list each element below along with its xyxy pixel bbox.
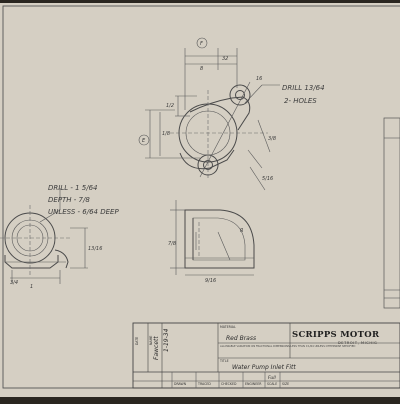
- paper-tone: [0, 3, 400, 397]
- dim-8: 8: [200, 66, 203, 72]
- company-city: DETROIT, MICHIG: [338, 341, 378, 345]
- paper: [0, 3, 400, 397]
- two-holes-note: 2- HOLES: [284, 97, 317, 105]
- dim-3-8: 3/8: [268, 136, 276, 142]
- title-block: DATE NAME 1-19-34 Fawcett MATERIAL Red B…: [132, 322, 400, 389]
- name-value: Fawcett: [153, 336, 160, 360]
- material-label: MATERIAL: [220, 325, 236, 329]
- dim-half: 1/2: [166, 103, 174, 109]
- side-view: [170, 200, 255, 276]
- front-view: [0, 188, 88, 284]
- dim-1: 1: [30, 284, 33, 290]
- material-value: Red Brass: [226, 335, 256, 342]
- approval-engineer: ENGINEER: [245, 382, 262, 386]
- dim-5-16: 5/16: [262, 176, 273, 182]
- date-value: 1-19-34: [163, 328, 170, 352]
- dim-r: R: [240, 228, 243, 234]
- top-view: [138, 37, 280, 191]
- dim-13-16: 13/16: [88, 246, 102, 252]
- dim-circle-f: F: [200, 41, 203, 47]
- approval-scale: SCALE: [267, 382, 277, 386]
- annotations: F 32 8 1/2 E 1/8 16 3/8 5/16 DRILL 13/64…: [10, 41, 325, 290]
- dim-16: 16: [256, 76, 262, 82]
- approval-drawn: DRAWN: [174, 382, 187, 386]
- approval-size: SIZE: [282, 382, 289, 386]
- company-name: SCRIPPS MOTOR: [292, 330, 380, 340]
- dim-9-16: 9/16: [205, 278, 216, 284]
- unless-note: UNLESS - 6/64 DEEP: [48, 208, 119, 216]
- approval-checked: CHECKED: [221, 382, 237, 386]
- dim-1-8: 1/8: [162, 131, 170, 137]
- dim-32: 32: [222, 56, 228, 62]
- date-label: DATE: [135, 337, 139, 345]
- scale-value: Full: [268, 375, 277, 381]
- tolerance-note: ALLOWABLE VARIATION ON FRACTIONAL DIMENS…: [220, 344, 355, 348]
- dim-7-8: 7/8: [168, 241, 176, 247]
- title-label: TITLE: [219, 359, 229, 363]
- drill-main-note: DRILL - 1 5/64: [48, 184, 98, 192]
- name-label: NAME: [149, 336, 153, 345]
- revision-block: [383, 117, 400, 309]
- dim-circle-e: E: [142, 138, 146, 144]
- approval-traced: TRACED: [197, 382, 211, 386]
- title-value: Water Pump Inlet Fitt: [232, 364, 296, 371]
- dim-3-4: 3/4: [10, 280, 18, 286]
- depth-note: DEPTH - 7/8: [48, 196, 90, 204]
- drill-holes-note: DRILL 13/64: [282, 84, 325, 92]
